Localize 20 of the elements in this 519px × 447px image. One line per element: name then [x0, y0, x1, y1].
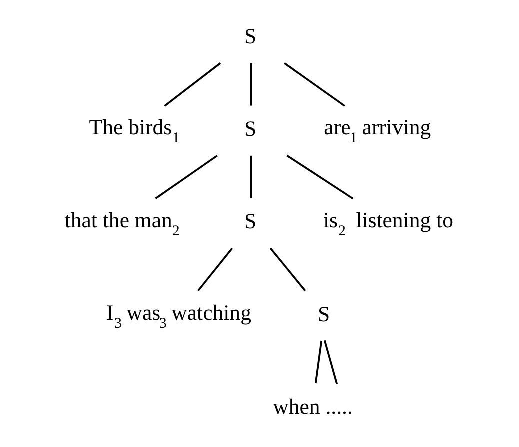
node-text: are$_{1}$ arriving — [324, 116, 432, 147]
connector — [284, 62, 346, 107]
connector — [164, 62, 222, 107]
connector — [198, 248, 234, 292]
connector — [155, 155, 218, 200]
connector — [250, 63, 252, 106]
node-text: The birds$_{1}$ — [89, 116, 180, 147]
node-text: is$_{2}$ listening to — [323, 208, 454, 240]
node-text: S — [244, 117, 257, 142]
node-text: when ..... — [273, 394, 353, 419]
connector — [324, 340, 338, 384]
node-text: that the man$_{2}$ — [64, 208, 180, 240]
connector — [314, 340, 323, 384]
node-text: S — [318, 302, 330, 326]
node-text: S — [244, 24, 257, 49]
connector — [286, 154, 354, 200]
connector — [250, 156, 252, 198]
node-text: I$_{3}$ was$_{3}$ watching — [106, 300, 252, 332]
connector — [270, 248, 306, 292]
node-text: S — [244, 210, 257, 234]
